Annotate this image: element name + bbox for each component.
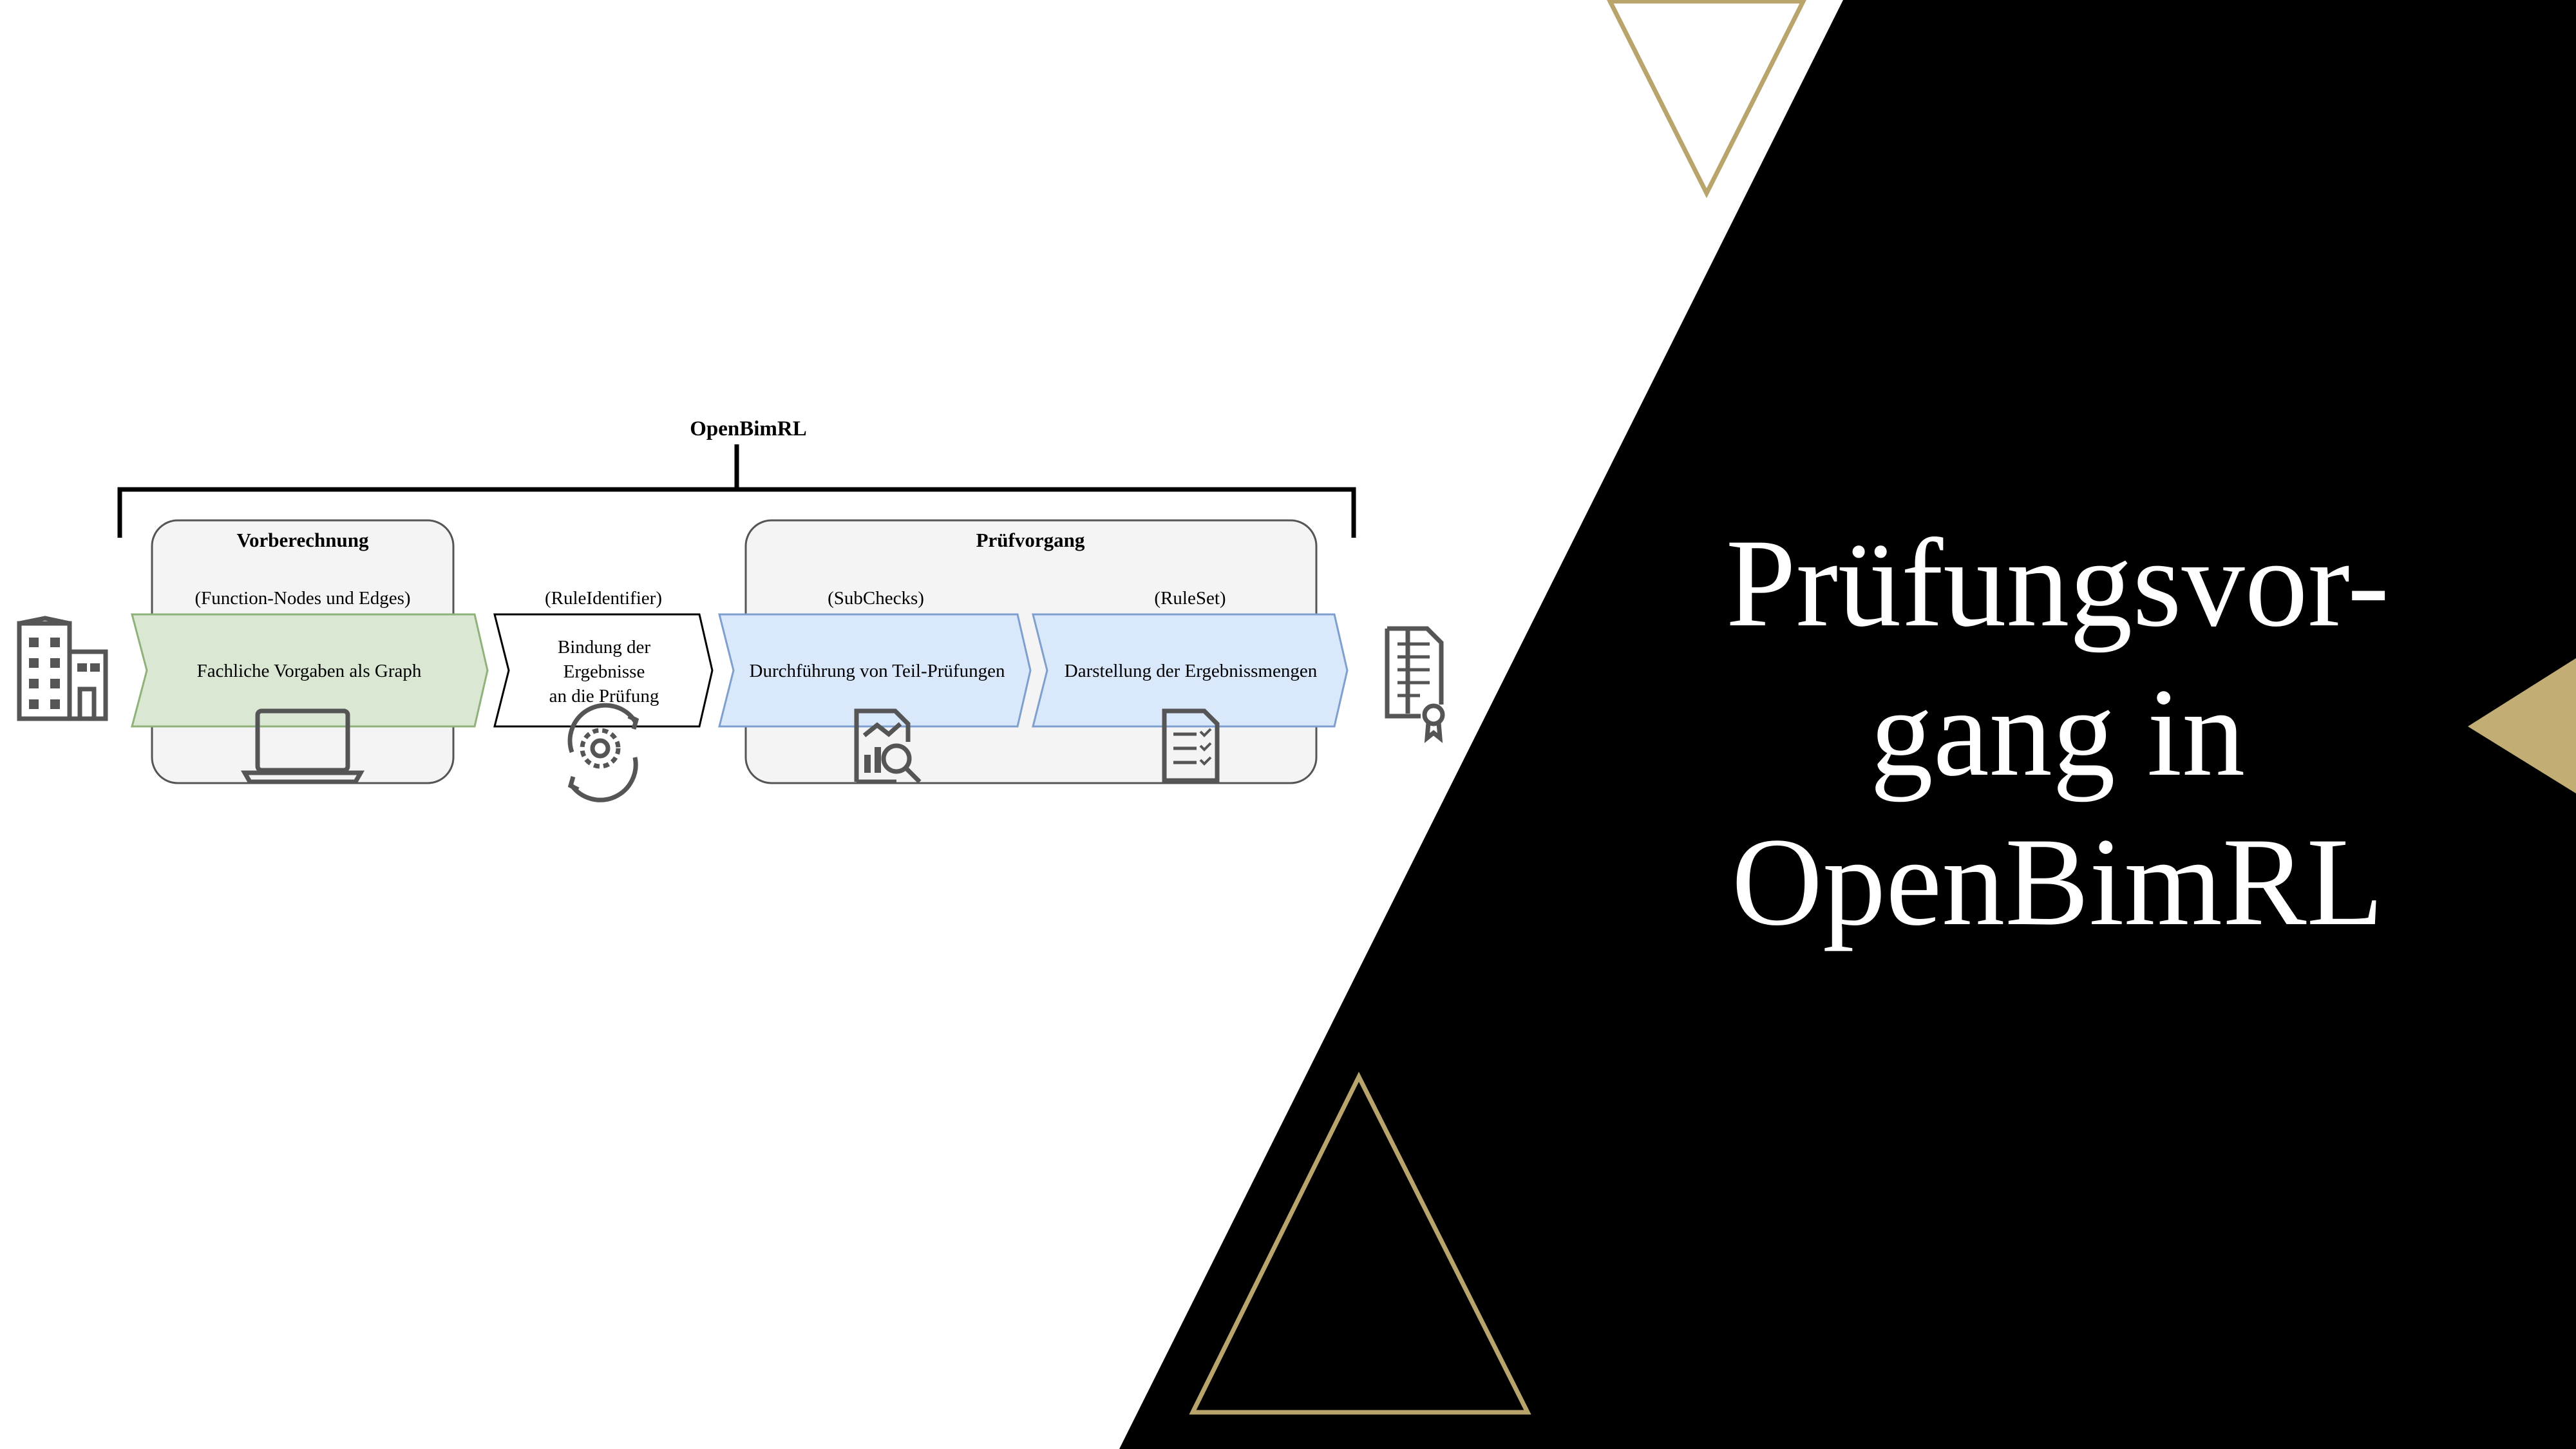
step-text: Bindung der (558, 637, 651, 658)
dark-panel (1119, 0, 2576, 1449)
step-text: Fachliche Vorgaben als Graph (197, 661, 422, 681)
step-caption: (SubChecks) (828, 588, 924, 609)
bracket-label: OpenBimRL (690, 417, 807, 440)
slide-title: Prüfungsvor- gang in OpenBimRL (1591, 509, 2524, 957)
step-text: Ergebnisse (564, 661, 645, 682)
step-chevron (131, 613, 489, 728)
step-text: Durchführung von Teil-Prüfungen (750, 661, 1005, 681)
step-caption: (RuleIdentifier) (545, 588, 662, 609)
report-analysis-icon (854, 708, 922, 784)
group-pruefvorgang-label: Prüfvorgang (976, 529, 1085, 551)
laptop-icon (240, 708, 365, 784)
step-caption: (Function-Nodes und Edges) (194, 588, 410, 609)
title-line: OpenBimRL (1731, 812, 2384, 952)
title-line: gang in (1870, 663, 2246, 802)
bottom-outline-triangle (1189, 1072, 1531, 1415)
checklist-icon (1162, 708, 1220, 783)
group-vorberechnung-label: Vorberechnung (237, 529, 369, 551)
title-line: Prüfungsvor- (1725, 513, 2390, 653)
right-gold-triangle (2468, 658, 2576, 793)
gear-cycle-icon (567, 703, 639, 802)
step-chevron (1032, 613, 1349, 728)
openbimrl-bracket (117, 444, 1356, 538)
step-caption: (RuleSet) (1154, 588, 1226, 609)
building-icon (17, 616, 108, 721)
certificate-icon (1385, 626, 1445, 743)
step-text: Darstellung der Ergebnissmengen (1065, 661, 1318, 681)
step-chevron (718, 613, 1032, 728)
top-outline-triangle (1607, 0, 1806, 198)
step-chevron (493, 613, 714, 728)
